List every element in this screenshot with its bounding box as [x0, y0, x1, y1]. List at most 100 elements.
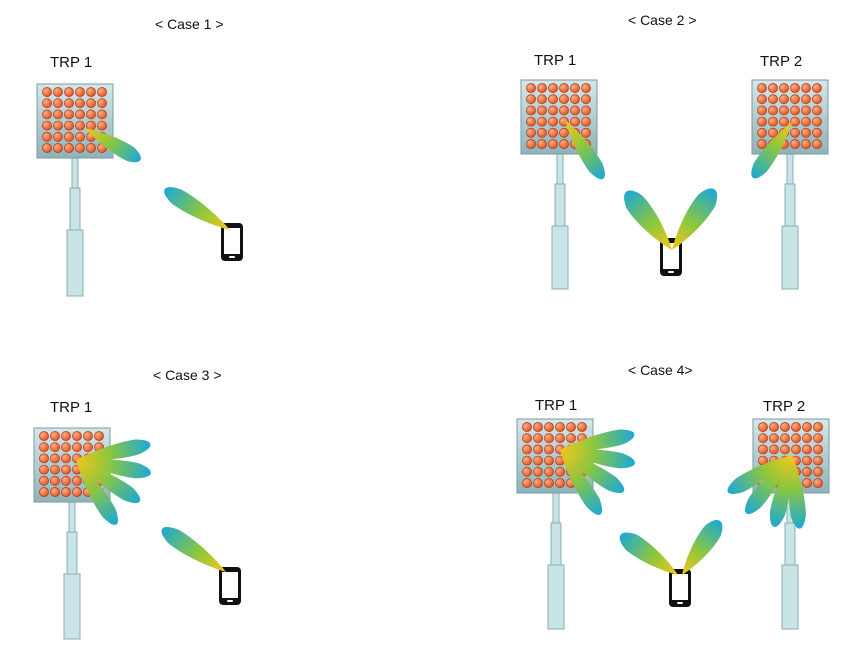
- antenna-element: [64, 109, 74, 120]
- case-4-trp-1-beam-2: [560, 448, 635, 469]
- case-3-trp-1-pole: [63, 501, 81, 640]
- antenna-element: [72, 442, 82, 453]
- antenna-element: [581, 94, 591, 105]
- case-2-trp-1-antenna-panel: [520, 79, 598, 155]
- case-4-trp-2-label: TRP 2: [763, 398, 806, 415]
- antenna-element: [812, 116, 822, 127]
- antenna-element: [537, 83, 547, 93]
- antenna-element: [768, 94, 778, 105]
- antenna-element: [566, 433, 576, 444]
- case-3-trp-beam-1: [76, 439, 151, 461]
- antenna-element: [53, 131, 63, 142]
- antenna-element: [42, 131, 52, 142]
- antenna-element: [790, 105, 800, 116]
- antenna-element: [801, 139, 811, 149]
- antenna-element: [801, 127, 811, 138]
- case-1-smartphone-icon: [221, 223, 243, 261]
- antenna-element: [533, 478, 543, 488]
- antenna-element: [42, 87, 52, 97]
- case-4-trp-1-pole: [547, 492, 565, 630]
- antenna-element: [544, 433, 554, 444]
- antenna-element: [526, 105, 536, 116]
- antenna-element: [53, 87, 63, 97]
- antenna-element: [581, 127, 591, 138]
- antenna-element: [813, 433, 823, 444]
- antenna-element: [53, 143, 63, 153]
- antenna-element: [757, 105, 767, 116]
- antenna-element: [570, 105, 580, 116]
- case-1-trp-1-pole: [66, 157, 84, 297]
- case-2-ue-beam-right: [672, 188, 718, 250]
- antenna-element: [570, 83, 580, 93]
- antenna-element: [769, 422, 779, 432]
- antenna-element: [75, 98, 85, 109]
- antenna-element: [801, 94, 811, 105]
- case-4-trp-1-beam-1: [560, 429, 635, 451]
- case-4-ue-beam-right: [682, 519, 723, 575]
- case-4-trp-1-beam-4: [560, 450, 603, 515]
- antenna-element: [555, 466, 565, 477]
- antenna-element: [94, 431, 104, 441]
- case-3-smartphone-icon: [219, 567, 241, 605]
- antenna-element: [522, 422, 532, 432]
- antenna-element: [50, 442, 60, 453]
- antenna-element: [83, 442, 93, 453]
- antenna-element: [72, 431, 82, 441]
- antenna-element: [83, 431, 93, 441]
- antenna-element: [801, 105, 811, 116]
- case-1-trp-1-antenna-panel: [36, 83, 114, 159]
- antenna-element: [570, 94, 580, 105]
- antenna-element: [50, 475, 60, 486]
- antenna-element: [53, 98, 63, 109]
- antenna-element: [42, 98, 52, 109]
- antenna-element: [813, 466, 823, 477]
- antenna-element: [802, 466, 812, 477]
- antenna-element: [757, 83, 767, 93]
- antenna-element: [39, 453, 49, 464]
- antenna-element: [61, 431, 71, 441]
- case-4-smartphone-icon: [669, 569, 691, 607]
- antenna-element: [61, 442, 71, 453]
- antenna-element: [559, 127, 569, 138]
- antenna-element: [533, 466, 543, 477]
- antenna-element: [75, 131, 85, 142]
- antenna-element: [548, 139, 558, 149]
- antenna-element: [522, 478, 532, 488]
- antenna-element: [768, 127, 778, 138]
- case-2-smartphone-icon: [660, 238, 682, 276]
- case-4-trp-1-label: TRP 1: [535, 397, 578, 414]
- antenna-element: [53, 109, 63, 120]
- antenna-element: [64, 131, 74, 142]
- antenna-element: [779, 83, 789, 93]
- case-4-trp-1-beam-3: [560, 450, 625, 494]
- antenna-element: [50, 464, 60, 475]
- antenna-element: [769, 444, 779, 455]
- antenna-element: [97, 98, 107, 109]
- antenna-element: [768, 83, 778, 93]
- case-1-caption: < Case 1 >: [155, 16, 224, 32]
- antenna-element: [75, 87, 85, 97]
- antenna-element: [50, 431, 60, 441]
- antenna-element: [757, 94, 767, 105]
- antenna-element: [780, 433, 790, 444]
- antenna-element: [61, 487, 71, 497]
- antenna-element: [548, 127, 558, 138]
- antenna-element: [64, 120, 74, 131]
- antenna-element: [522, 466, 532, 477]
- antenna-element: [757, 127, 767, 138]
- case-3-trp-beam-3: [76, 460, 141, 504]
- antenna-element: [533, 455, 543, 466]
- antenna-element: [97, 120, 107, 131]
- case-4-caption: < Case 4>: [628, 362, 693, 378]
- antenna-element: [61, 453, 71, 464]
- antenna-element: [97, 109, 107, 120]
- antenna-element: [64, 87, 74, 97]
- antenna-element: [42, 109, 52, 120]
- antenna-element: [768, 116, 778, 127]
- antenna-element: [812, 83, 822, 93]
- case-2-caption: < Case 2 >: [628, 12, 697, 28]
- antenna-element: [769, 433, 779, 444]
- antenna-element: [812, 105, 822, 116]
- antenna-element: [802, 478, 812, 488]
- antenna-element: [581, 105, 591, 116]
